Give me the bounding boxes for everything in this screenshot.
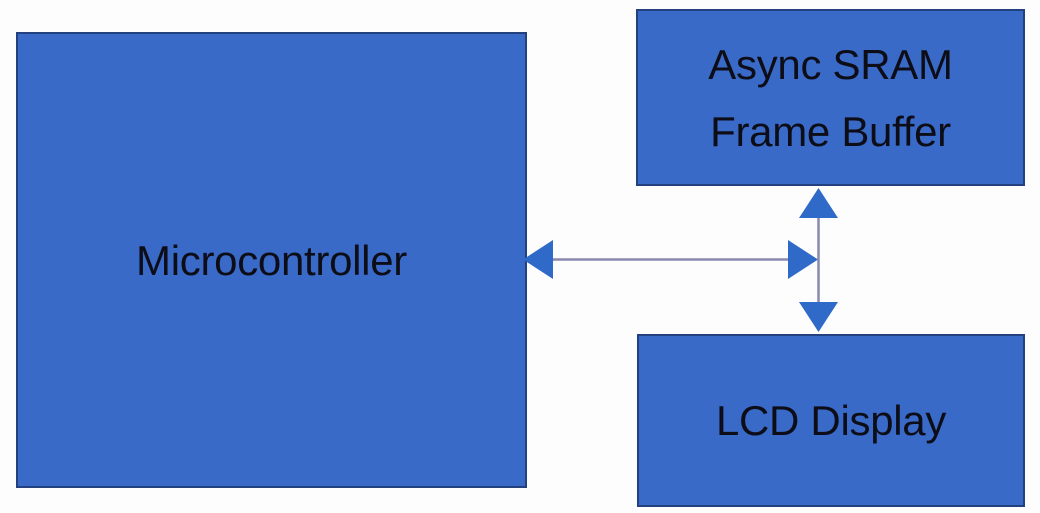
block-lcd-display-label: LCD Display: [715, 397, 947, 444]
block-async-sram-frame-buffer[interactable]: Async SRAM Frame Buffer: [636, 9, 1025, 186]
arrow-head-left-icon: [523, 240, 553, 279]
arrow-head-down-icon: [799, 302, 838, 332]
arrow-head-up-icon: [799, 188, 838, 218]
block-lcd-display[interactable]: LCD Display: [637, 334, 1025, 507]
block-async-sram-frame-buffer-label: Async SRAM Frame Buffer: [708, 40, 953, 155]
arrow-head-right-icon: [788, 240, 818, 279]
block-microcontroller-label: Microcontroller: [136, 236, 407, 284]
connector-sram-lcd-bus[interactable]: [799, 188, 838, 332]
block-microcontroller[interactable]: Microcontroller: [16, 32, 527, 488]
connector-mcu-bus[interactable]: [523, 240, 818, 279]
